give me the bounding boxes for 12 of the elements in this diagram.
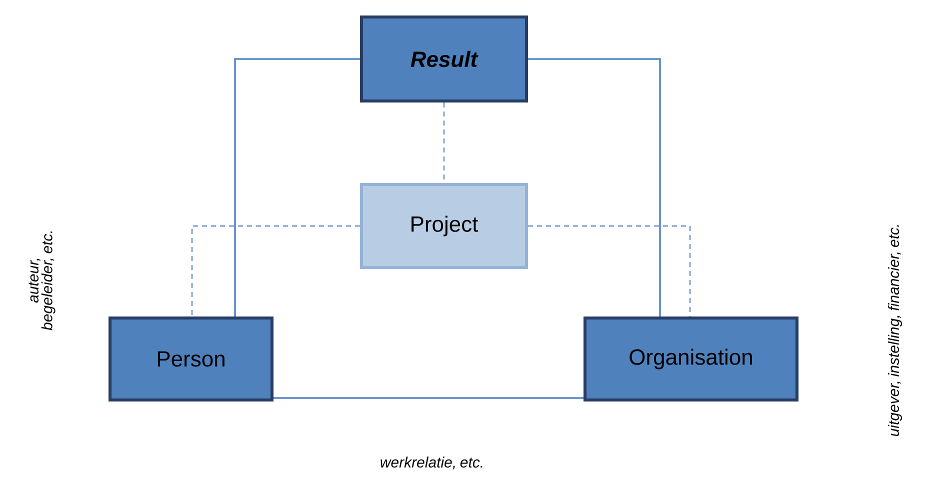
result-box: Result [360, 16, 528, 102]
connector [234, 58, 360, 316]
dashed-connector [528, 225, 691, 316]
dashed-connector [191, 225, 360, 316]
side-note: werkrelatie, etc. [380, 456, 482, 470]
side-note: auteur, begeleider, etc. [28, 231, 56, 330]
side-note: uitgever, instelling, financier, etc. [888, 225, 902, 436]
process-box: Person [108, 316, 274, 402]
connector [274, 397, 584, 399]
connector [528, 58, 661, 316]
process-box: Project [360, 183, 528, 269]
process-box: Organisation [584, 316, 798, 402]
